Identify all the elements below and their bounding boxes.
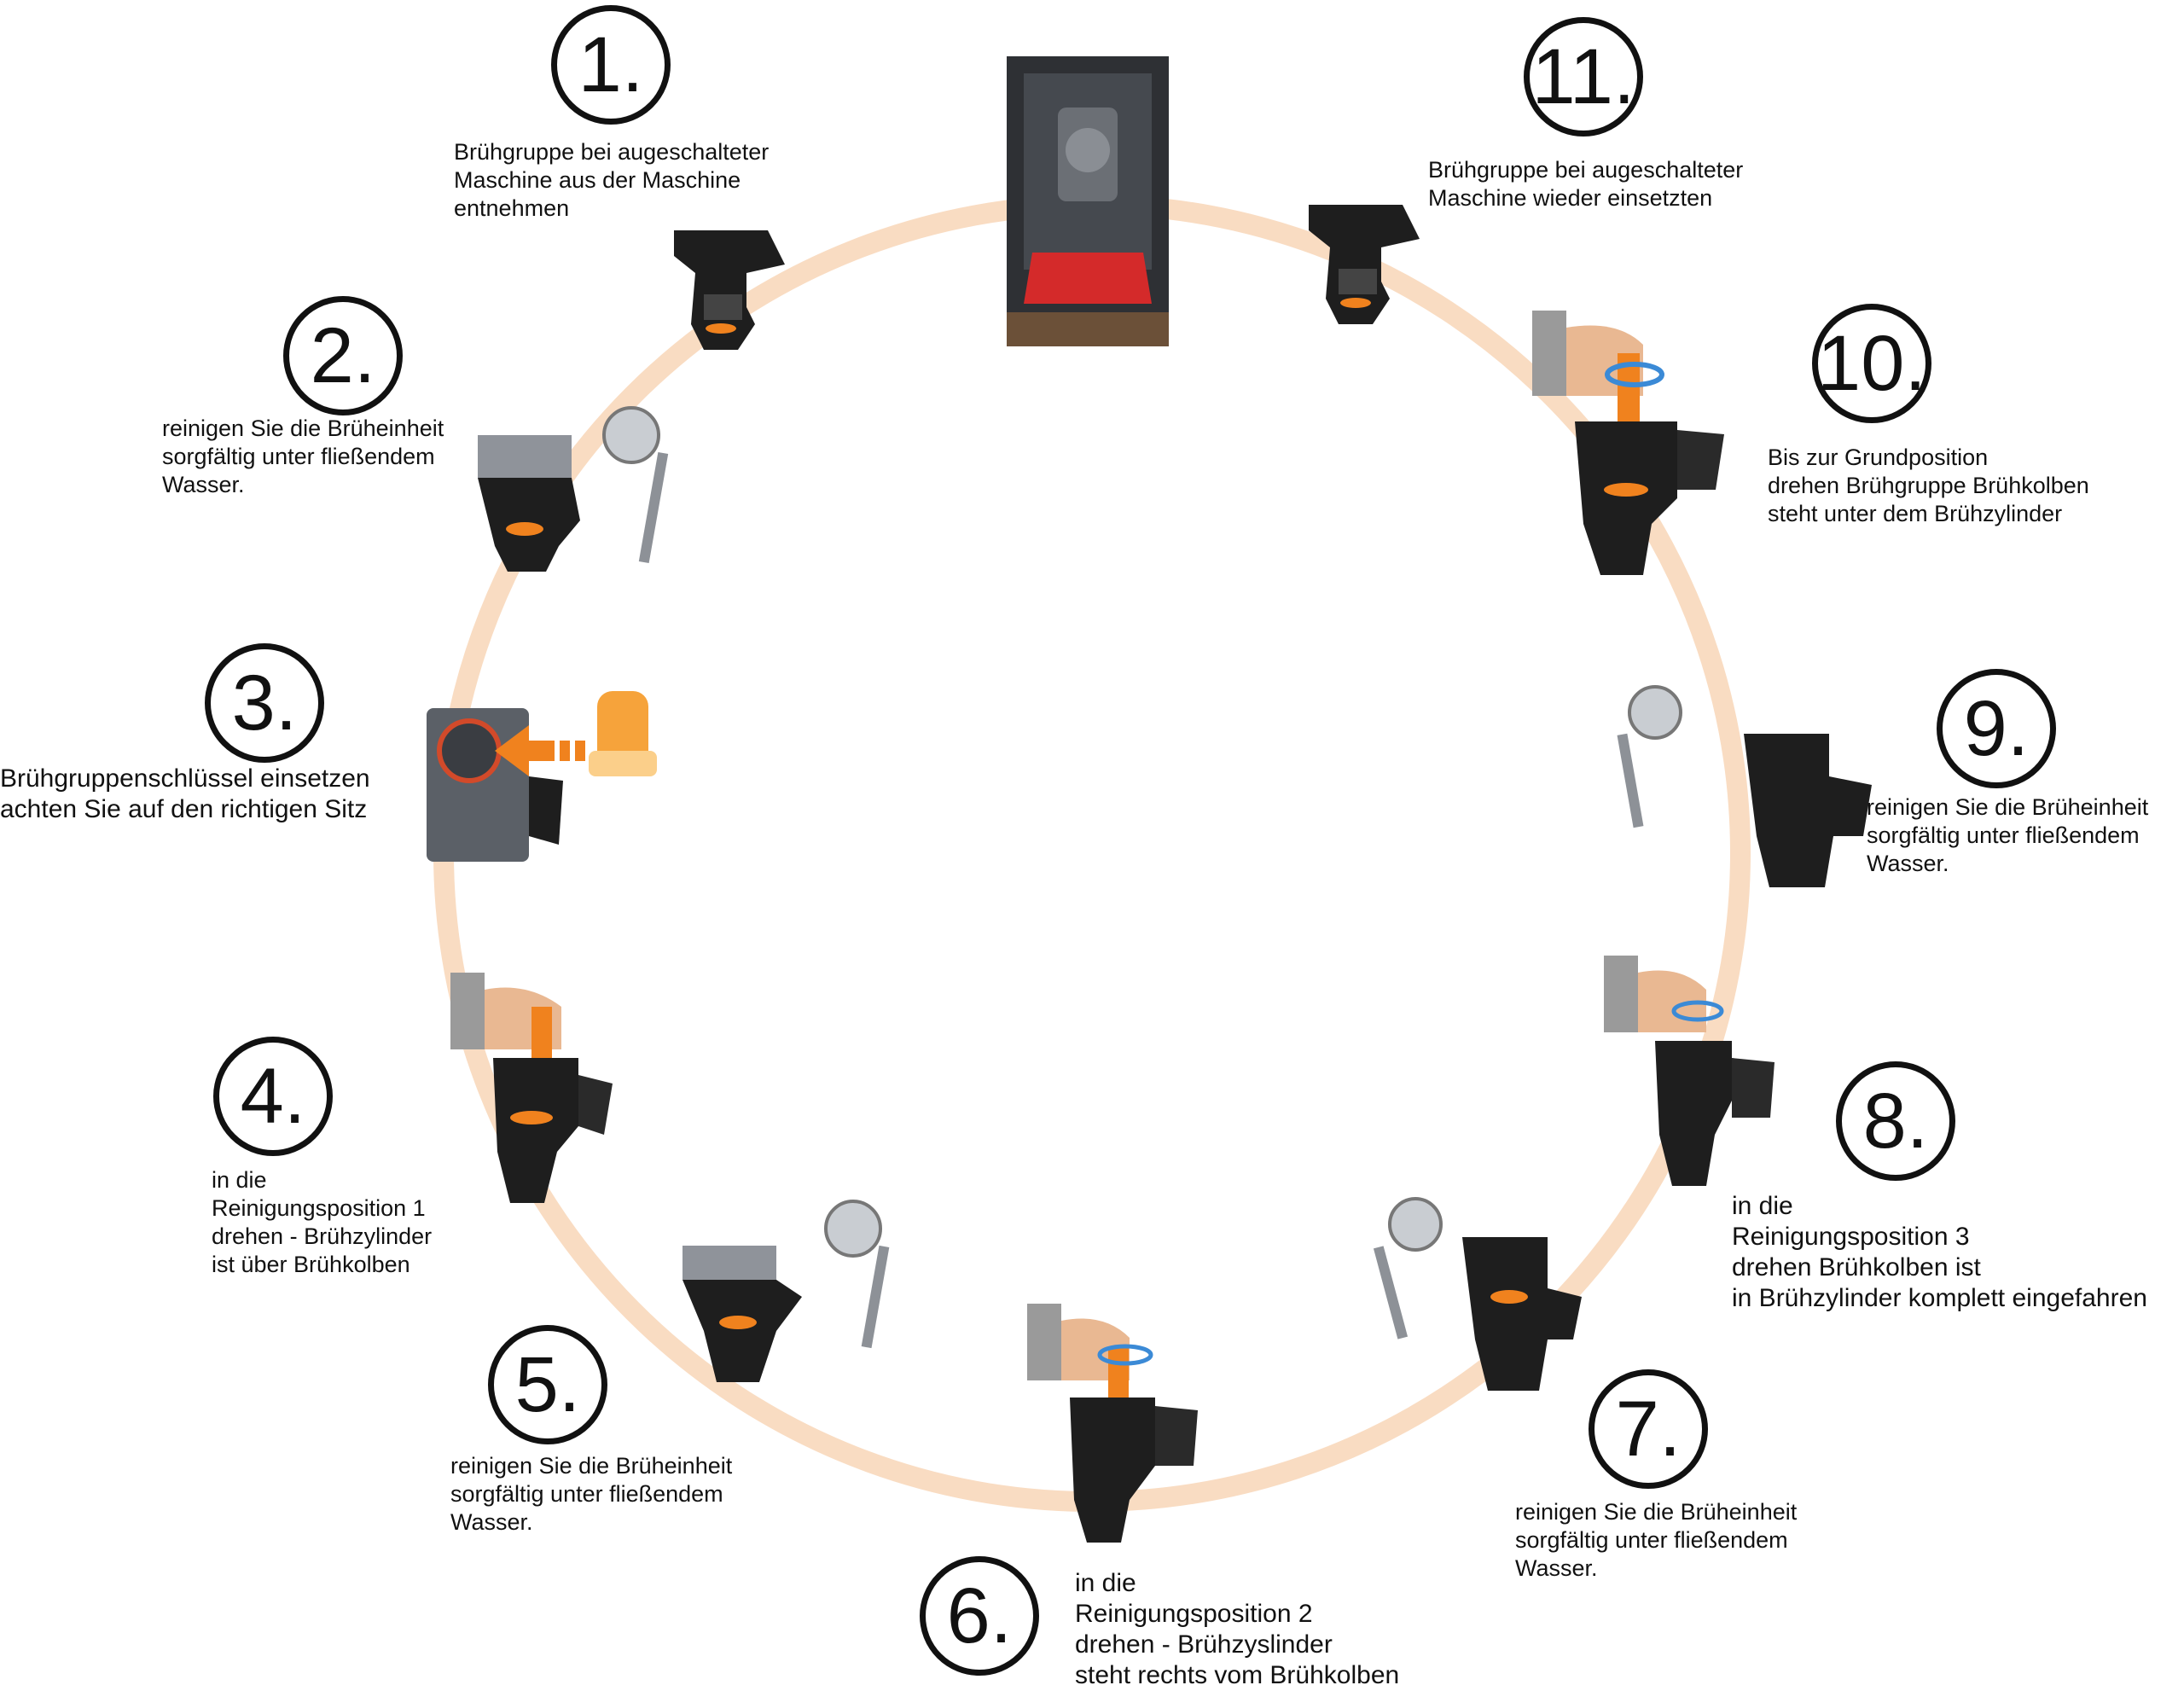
step-2-brew-unit-icon bbox=[478, 435, 580, 572]
step-7-shower-head-icon bbox=[1373, 1197, 1443, 1339]
step-3-arrow-icon bbox=[495, 725, 585, 776]
step-4-label: in die Reinigungsposition 1 drehen - Brü… bbox=[212, 1167, 433, 1277]
step-3-brew-key-icon bbox=[589, 691, 657, 776]
step-9-shower-head-icon bbox=[1617, 685, 1682, 828]
step-2-shower-head-icon bbox=[602, 406, 669, 564]
step-1-number: 1. bbox=[551, 5, 671, 125]
step-2-label: reinigen Sie die Brüheinheit sorgfältig … bbox=[162, 415, 444, 497]
step-6-hand-turning-icon bbox=[1027, 1304, 1198, 1543]
step-10-number: 10. bbox=[1812, 304, 1931, 423]
step-4-hand-turning-icon bbox=[450, 973, 613, 1203]
step-8-number: 8. bbox=[1836, 1061, 1955, 1181]
step-5-label: reinigen Sie die Brüheinheit sorgfältig … bbox=[450, 1453, 733, 1535]
step-5-number: 5. bbox=[488, 1325, 607, 1444]
step-1-label: Brühgruppe bei augeschalteter Maschine a… bbox=[454, 139, 770, 221]
step-6-label: in die Reinigungsposition 2 drehen - Brü… bbox=[1075, 1569, 1400, 1689]
machine-photo bbox=[1007, 56, 1169, 346]
step-11-brew-unit-icon bbox=[1309, 205, 1420, 324]
step-5-brew-unit-icon bbox=[682, 1246, 802, 1382]
step-10-label: Bis zur Grundposition drehen Brühgruppe … bbox=[1768, 445, 2089, 526]
step-8-label: in die Reinigungsposition 3 drehen Brühk… bbox=[1732, 1192, 2147, 1312]
step-3-label: Brühgruppenschlüssel einsetzen achten Si… bbox=[0, 764, 370, 823]
step-9-brew-unit-icon bbox=[1744, 734, 1872, 887]
step-11-label: Brühgruppe bei augeschalteter Maschine w… bbox=[1428, 157, 1744, 211]
step-9-number: 9. bbox=[1937, 669, 2056, 788]
step-6-number: 6. bbox=[920, 1556, 1039, 1676]
step-5-shower-head-icon bbox=[824, 1200, 890, 1349]
step-4-number: 4. bbox=[213, 1037, 333, 1156]
step-7-number: 7. bbox=[1589, 1369, 1708, 1489]
step-9-label: reinigen Sie die Brüheinheit sorgfältig … bbox=[1867, 794, 2149, 876]
step-1-brew-unit-icon bbox=[674, 230, 785, 350]
step-8-hand-turning-icon bbox=[1604, 956, 1774, 1186]
step-11-number: 11. bbox=[1524, 17, 1643, 137]
step-2-number: 2. bbox=[283, 296, 403, 415]
step-3-number: 3. bbox=[205, 643, 324, 763]
step-10-hand-turning-icon bbox=[1532, 311, 1724, 575]
step-7-label: reinigen Sie die Brüheinheit sorgfältig … bbox=[1515, 1499, 1798, 1581]
step-7-brew-unit-icon bbox=[1462, 1237, 1582, 1391]
